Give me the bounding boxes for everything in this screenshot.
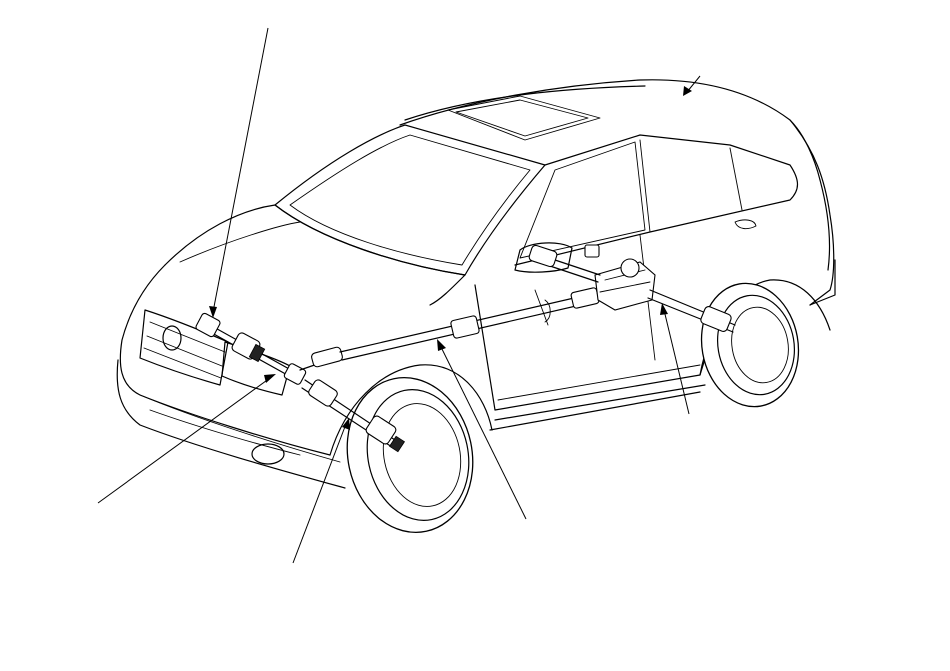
callout-rear-differential [660, 303, 690, 415]
callout-front-intermediate-shaft [97, 374, 276, 504]
callout-propeller-shaft [437, 339, 527, 520]
vehicle-body [116, 79, 836, 489]
front-right-driveshaft [301, 379, 406, 453]
front-intermediate-shaft [283, 346, 343, 385]
rear-right-wheel [700, 282, 800, 408]
callout-front-left-driveshaft-outboard-joint [209, 27, 269, 318]
callout-front-right-driveshaft [292, 418, 350, 564]
rear-differential [584, 244, 656, 311]
rear-left-driveshaft [528, 244, 601, 283]
callout-roof-area [683, 75, 701, 96]
propeller-shaft [339, 287, 603, 361]
front-left-driveshaft [195, 312, 301, 383]
